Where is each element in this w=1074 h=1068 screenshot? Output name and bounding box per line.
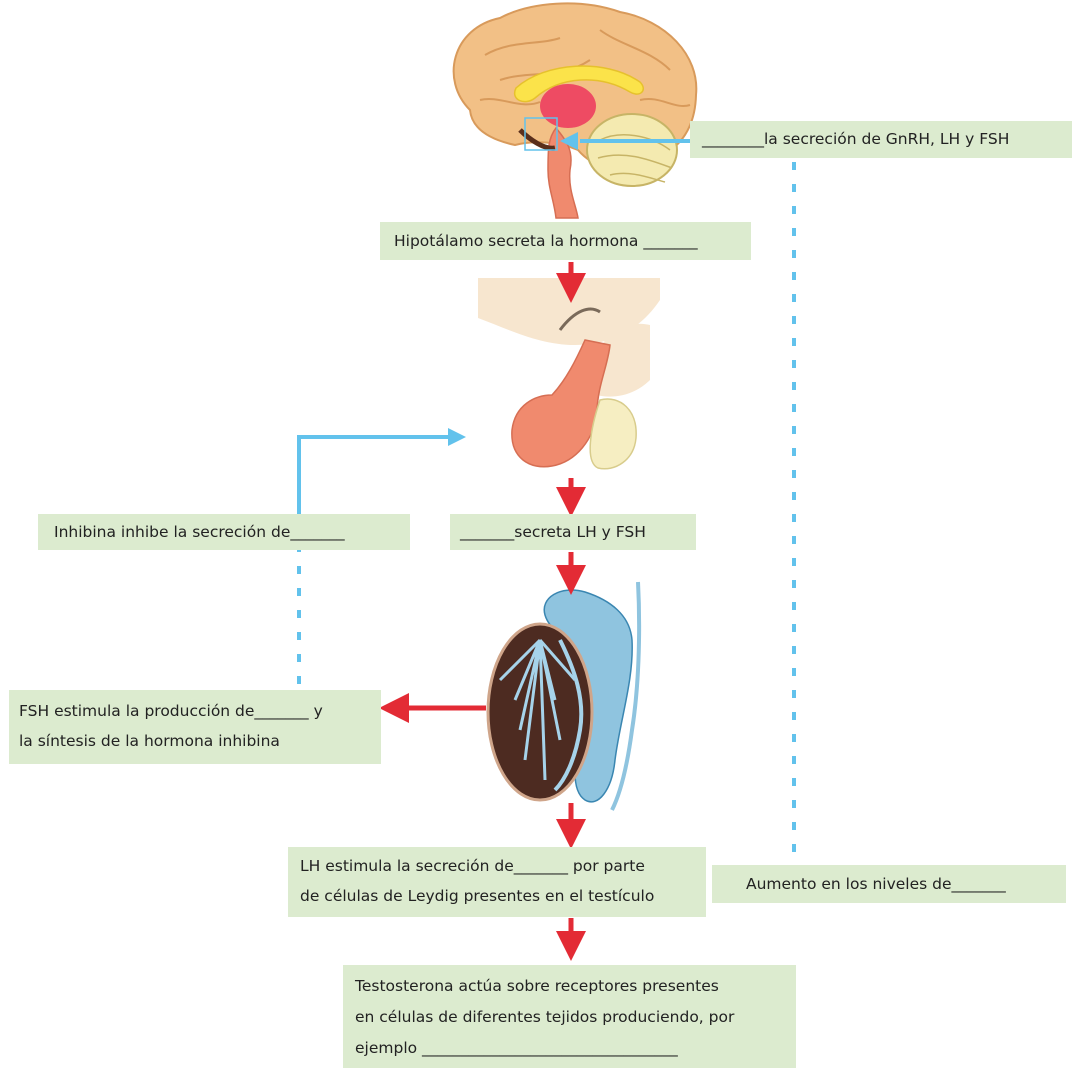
posterior-pituitary	[590, 399, 636, 469]
aumento-label: Aumento en los niveles de_______	[712, 865, 1066, 903]
fsh-text-line2: la síntesis de la hormona inhibina	[19, 726, 371, 756]
fsh-label: FSH estimula la producción de_______ y l…	[9, 690, 381, 764]
lh-label: LH estimula la secreción de_______ por p…	[288, 847, 706, 917]
lh-text-line2: de células de Leydig presentes en el tes…	[300, 881, 694, 911]
testis-illustration	[488, 582, 639, 810]
hypothalamus-text: Hipotálamo secreta la hormona _______	[394, 226, 737, 256]
inhibina-arrow-to-pituitary	[299, 437, 448, 522]
hypothalamus-label: Hipotálamo secreta la hormona _______	[380, 222, 751, 260]
inhibina-text: Inhibina inhibe la secreción de_______	[54, 517, 394, 547]
cerebellum	[587, 114, 677, 186]
testosterone-text-line3: ejemplo ________________________________…	[355, 1033, 784, 1064]
lh-text-line1: LH estimula la secreción de_______ por p…	[300, 851, 694, 881]
brain-illustration	[454, 3, 697, 218]
fsh-text-line1: FSH estimula la producción de_______ y	[19, 696, 371, 726]
testosterone-text-line1: Testosterona actúa sobre receptores pres…	[355, 971, 784, 1002]
inhibina-label: Inhibina inhibe la secreción de_______	[38, 514, 410, 550]
thalamus	[540, 84, 596, 128]
red-flow-arrows	[394, 262, 571, 946]
aumento-text: Aumento en los niveles de_______	[746, 869, 1032, 899]
hipofisis-label: _______secreta LH y FSH	[450, 514, 696, 550]
feedback-top-text: ________la secreción de GnRH, LH y FSH	[702, 124, 1060, 154]
testosterone-text-line2: en células de diferentes tejidos produci…	[355, 1002, 784, 1033]
testosterone-label: Testosterona actúa sobre receptores pres…	[343, 965, 796, 1068]
hipofisis-text: _______secreta LH y FSH	[460, 517, 686, 547]
pituitary-illustration	[478, 278, 660, 469]
feedback-top-label: ________la secreción de GnRH, LH y FSH	[690, 121, 1072, 158]
